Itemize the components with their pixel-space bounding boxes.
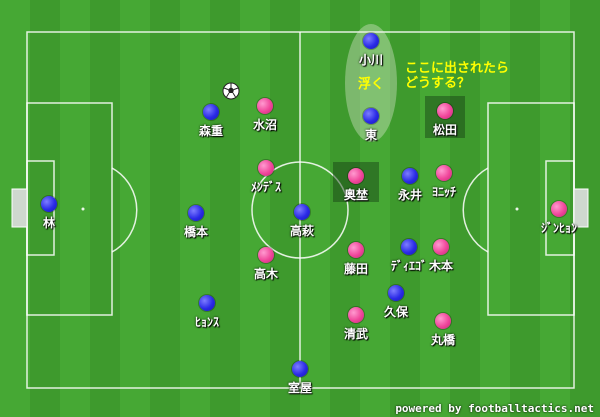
player-name: 高萩 — [289, 224, 314, 238]
player-marker — [292, 361, 308, 377]
player-name: ﾖﾆｯﾁ — [431, 185, 456, 199]
player-name: 室屋 — [287, 381, 312, 395]
player-name: 丸橋 — [430, 333, 455, 347]
player-marker — [258, 160, 274, 176]
player-marker — [348, 242, 364, 258]
player-name: ﾒﾝﾃﾞｽ — [250, 180, 281, 194]
float-label: 浮く — [358, 77, 385, 92]
player-marker — [41, 196, 57, 212]
player-name: 橋本 — [183, 225, 208, 239]
player-name: ﾋｮﾝｽ — [194, 315, 219, 329]
player-marker — [433, 239, 449, 255]
annotation-line-2: どうする？ — [405, 76, 471, 91]
player-marker — [258, 247, 274, 263]
player-name: 奥埜 — [343, 188, 368, 202]
player-marker — [188, 205, 204, 221]
player-name: 水沼 — [252, 118, 277, 132]
player-name: 木本 — [428, 259, 453, 273]
player-name: 永井 — [397, 188, 422, 202]
annotation-text: ここに出されたら どうする？ — [405, 61, 509, 91]
credit-text: powered by footballtactics.net — [395, 402, 594, 415]
player-marker — [388, 285, 404, 301]
player-marker — [348, 168, 364, 184]
player-name: 東 — [364, 128, 377, 142]
player-marker — [257, 98, 273, 114]
player-name: ﾃﾞｨｴｺﾞ — [390, 259, 427, 273]
player-marker — [363, 108, 379, 124]
player-name: 林 — [42, 216, 55, 230]
player-marker — [348, 307, 364, 323]
player-marker — [363, 33, 379, 49]
player-name: 藤田 — [343, 262, 368, 276]
player-marker — [199, 295, 215, 311]
player-name: 小川 — [358, 53, 383, 67]
player-marker — [402, 168, 418, 184]
player-marker — [436, 165, 452, 181]
player-marker — [437, 103, 453, 119]
player-name: 森重 — [198, 124, 223, 138]
player-name: 久保 — [383, 305, 408, 319]
player-name: ｼﾞﾝﾋｮﾝ — [540, 221, 577, 235]
player-marker — [435, 313, 451, 329]
player-name: 高木 — [253, 267, 278, 281]
player-marker — [401, 239, 417, 255]
player-name: 清武 — [343, 327, 368, 341]
player-name: 松田 — [432, 123, 457, 137]
soccer-ball-icon — [222, 82, 240, 100]
annotation-line-1: ここに出されたら — [405, 61, 510, 76]
player-marker — [203, 104, 219, 120]
player-marker — [294, 204, 310, 220]
player-marker — [551, 201, 567, 217]
